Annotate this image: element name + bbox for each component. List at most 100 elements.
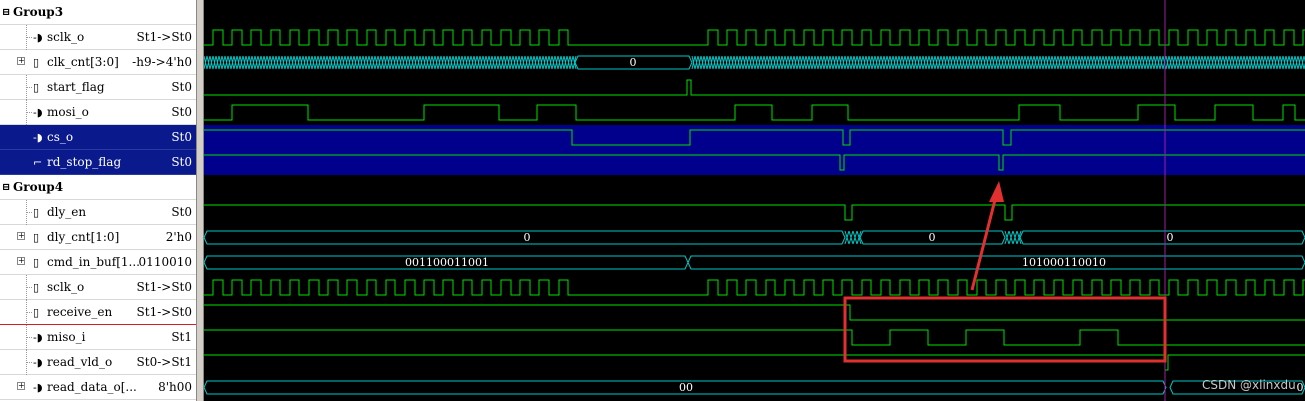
cmd-in-buf-value-label: 001100011001 bbox=[405, 256, 489, 269]
watermark: CSDN @xlinxdu bbox=[1202, 378, 1296, 392]
read-data-bus-segment bbox=[204, 380, 1167, 395]
output-port-icon: -◗ bbox=[33, 31, 43, 44]
signal-name: dly_cnt[1:0] bbox=[47, 230, 120, 244]
signal-row[interactable]: + ▯ cmd_in_buf[1... 0110010 bbox=[0, 250, 200, 275]
signal-row-selected[interactable]: -◗ cs_o St0 bbox=[0, 125, 200, 150]
signal-row[interactable]: -◗ sclk_o St1->St0 bbox=[0, 25, 200, 50]
signal-value: -h9->4'h0 bbox=[132, 55, 192, 69]
signal-value: 2'h0 bbox=[165, 230, 192, 244]
signal-value: St1->St0 bbox=[136, 280, 192, 294]
annotation-highlight-box bbox=[843, 296, 1167, 363]
wire-icon: ⌐ bbox=[33, 156, 43, 169]
sclk-o-waveform-2 bbox=[204, 279, 1305, 296]
bus-icon: ▯ bbox=[33, 56, 40, 69]
signal-value: 0110010 bbox=[138, 255, 192, 269]
signal-name: sclk_o bbox=[47, 280, 85, 294]
signal-name: cs_o bbox=[47, 130, 74, 144]
signal-name: sclk_o bbox=[47, 30, 85, 44]
group-label: Group4 bbox=[13, 180, 64, 194]
output-port-icon: -◗ bbox=[33, 131, 43, 144]
signal-row-selected[interactable]: ⌐ rd_stop_flag St0 bbox=[0, 150, 200, 175]
collapse-icon[interactable]: ⊟ bbox=[2, 7, 11, 18]
sclk-o-waveform bbox=[204, 29, 1305, 46]
selected-rows-highlight bbox=[204, 125, 1305, 175]
signal-value: St0 bbox=[171, 155, 192, 169]
signal-value: St0 bbox=[171, 105, 192, 119]
read-data-bus-segment bbox=[1169, 380, 1305, 395]
group-label: Group3 bbox=[13, 5, 64, 19]
signal-value: St0->St1 bbox=[136, 355, 192, 369]
dly-cnt-value-label: 0 bbox=[524, 231, 531, 244]
signal-row[interactable]: + ▯ clk_cnt[3:0] -h9->4'h0 bbox=[0, 50, 200, 75]
group-row-group3[interactable]: ⊟ Group3 bbox=[0, 0, 200, 25]
tree-branch bbox=[26, 312, 32, 313]
dly-en-waveform bbox=[204, 204, 1305, 221]
tree-branch bbox=[26, 362, 32, 363]
read-data-value-label: 0 bbox=[1297, 381, 1304, 394]
collapse-icon[interactable]: ⊟ bbox=[2, 182, 11, 193]
signal-value: St0 bbox=[171, 130, 192, 144]
signal-name: clk_cnt[3:0] bbox=[47, 55, 119, 69]
tree-branch bbox=[26, 337, 32, 338]
signal-name: read_data_o[... bbox=[47, 380, 137, 394]
dly-cnt-value-label: 0 bbox=[929, 231, 936, 244]
signal-value: St0 bbox=[171, 80, 192, 94]
bus-icon: ▯ bbox=[33, 231, 40, 244]
output-port-icon: -◗ bbox=[33, 356, 43, 369]
expand-icon[interactable]: + bbox=[17, 56, 25, 65]
clk-cnt-value-label: 0 bbox=[630, 56, 637, 69]
dly-cnt-bus-segment bbox=[204, 230, 846, 245]
signal-row[interactable]: ▯ sclk_o St1->St0 bbox=[0, 275, 200, 300]
signal-row[interactable]: + -◗ read_data_o[... 8'h00 bbox=[0, 375, 200, 400]
read-data-value-label: 00 bbox=[679, 381, 693, 394]
read-vld-o-waveform bbox=[204, 354, 1305, 371]
cmd-in-buf-bus-segment bbox=[687, 255, 1305, 270]
rd-stop-flag-waveform bbox=[204, 154, 1305, 171]
reg-icon: ▯ bbox=[33, 306, 40, 319]
dly-cnt-value-label: 0 bbox=[1167, 231, 1174, 244]
signal-name-panel: ⊟ Group3 -◗ sclk_o St1->St0 + ▯ clk_cnt[… bbox=[0, 0, 200, 401]
miso-i-waveform bbox=[204, 329, 1305, 346]
signal-value: 8'h00 bbox=[158, 380, 192, 394]
cs-o-waveform bbox=[204, 129, 1305, 146]
signal-name: cmd_in_buf[1... bbox=[47, 255, 140, 269]
signal-value: St1 bbox=[171, 330, 192, 344]
tree-branch bbox=[26, 287, 32, 288]
signal-row[interactable]: -◗ mosi_o St0 bbox=[0, 100, 200, 125]
start-flag-waveform bbox=[204, 79, 1305, 96]
signal-row[interactable]: -◗ miso_i St1 bbox=[0, 325, 200, 350]
tree-branch bbox=[26, 87, 32, 88]
signal-row[interactable]: ▯ dly_en St0 bbox=[0, 200, 200, 225]
annotation-arrow-shaft bbox=[970, 195, 998, 291]
dly-cnt-bus-segment bbox=[859, 230, 1006, 245]
signal-name: miso_i bbox=[47, 330, 86, 344]
signal-name: dly_en bbox=[47, 205, 87, 219]
reg-icon: ▯ bbox=[33, 206, 40, 219]
signal-row[interactable]: ▯ receive_en St1->St0 bbox=[0, 300, 200, 325]
group-row-group4[interactable]: ⊟ Group4 bbox=[0, 175, 200, 200]
pane-splitter[interactable] bbox=[196, 0, 204, 401]
signal-row[interactable]: ▯ start_flag St0 bbox=[0, 75, 200, 100]
expand-icon[interactable]: + bbox=[17, 256, 25, 265]
expand-icon[interactable]: + bbox=[17, 381, 25, 390]
cmd-in-buf-value-label: 101000110010 bbox=[1022, 256, 1106, 269]
insertion-marker-line bbox=[0, 324, 200, 325]
signal-value: St1->St0 bbox=[136, 30, 192, 44]
mosi-o-waveform bbox=[204, 104, 1305, 121]
signal-row[interactable]: -◗ read_vld_o St0->St1 bbox=[0, 350, 200, 375]
signal-value: St0 bbox=[171, 205, 192, 219]
reg-icon: ▯ bbox=[33, 281, 40, 294]
signal-name: mosi_o bbox=[47, 105, 89, 119]
annotation-arrow-head bbox=[989, 181, 1004, 202]
signal-row[interactable]: + ▯ dly_cnt[1:0] 2'h0 bbox=[0, 225, 200, 250]
dly-cnt-transitions bbox=[844, 230, 862, 245]
expand-icon[interactable]: + bbox=[17, 231, 25, 240]
bus-icon: ▯ bbox=[33, 256, 40, 269]
input-port-icon: -◗ bbox=[33, 331, 43, 344]
dly-cnt-bus-segment bbox=[1019, 230, 1305, 245]
clk-cnt-dense-transitions bbox=[691, 55, 1305, 70]
tree-branch bbox=[26, 37, 32, 38]
output-port-icon: -◗ bbox=[33, 381, 43, 394]
